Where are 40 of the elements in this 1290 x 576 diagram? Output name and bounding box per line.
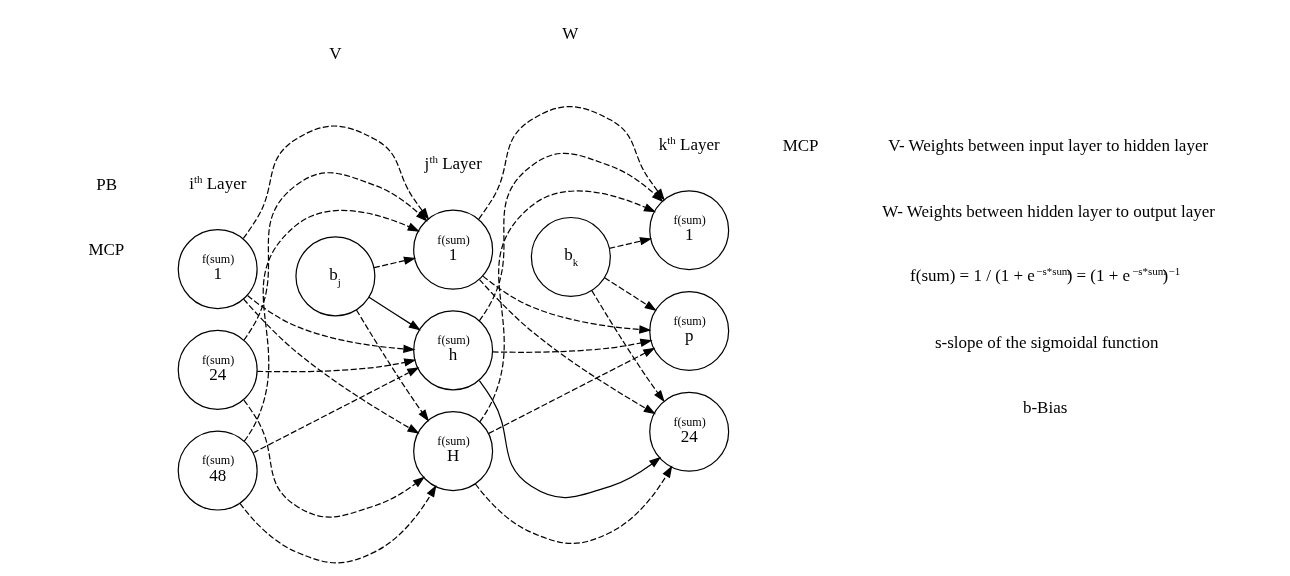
node-circle: b$_{j}$: [294, 236, 375, 317]
node-circle: b$_{k}$: [530, 216, 611, 297]
arrow: [481, 275, 651, 334]
label: f(sum) = 1 / (1 + e$^{−s*sum}$) = (1 + e$^{−s*sum}$)$^{−1}$: [909, 264, 1180, 285]
label: MCP: [87, 240, 124, 260]
label: PB: [95, 174, 117, 194]
arrow: [474, 465, 672, 545]
label: W- Weights between hidden layer to output layer: [881, 201, 1215, 221]
label: k$^{th}$ Layer: [658, 133, 720, 154]
label: b-Bias: [1022, 398, 1067, 418]
arrow: [603, 277, 657, 312]
label: j$^{th}$ Layer: [424, 153, 482, 174]
arrow: [478, 190, 656, 423]
label: V- Weights between input layer to hidden layer: [887, 136, 1208, 155]
arrow: [242, 399, 425, 518]
label: V: [328, 43, 342, 63]
arrow: [478, 380, 661, 499]
arrow: [487, 347, 655, 434]
label: W: [561, 24, 578, 44]
arrow: [372, 256, 416, 269]
arrow: [608, 237, 652, 249]
label: s-slope of the sigmoidal function: [934, 332, 1159, 352]
arrow: [256, 358, 416, 373]
label: MCP: [782, 136, 819, 155]
arrow: [246, 294, 415, 354]
arrow: [238, 484, 436, 564]
arrow: [590, 290, 665, 403]
arrow: [252, 367, 419, 454]
arrow: [242, 298, 420, 434]
node-circle: f(sum) 48: [177, 430, 258, 511]
node-circle: f(sum) 24: [177, 329, 258, 410]
arrow: [367, 296, 421, 331]
arrow: [478, 278, 656, 415]
label: i$^{th}$ Layer: [188, 172, 246, 193]
arrow: [491, 338, 652, 353]
node-circle: f(sum) p: [648, 290, 729, 372]
arrow: [355, 309, 429, 422]
arrow: [243, 209, 420, 442]
node-circle: f(sum) h: [412, 310, 493, 391]
node-circle: f(sum) 1: [177, 229, 258, 310]
